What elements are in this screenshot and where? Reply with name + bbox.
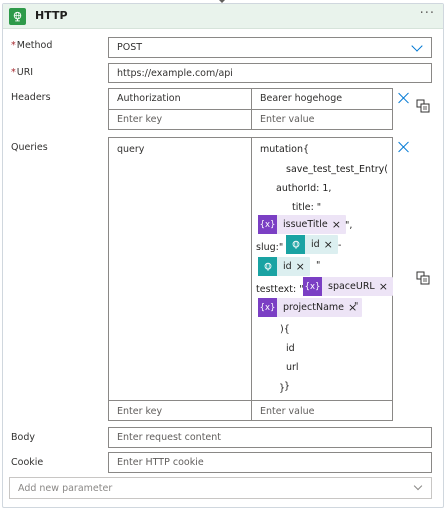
uri-input[interactable]: https://example.com/api	[108, 63, 432, 83]
queries-grid: query mutation{ save_test_test_Entry( au…	[108, 137, 393, 421]
remove-token-icon[interactable]: ×	[331, 218, 341, 231]
header-new-key-input[interactable]: Enter key	[117, 114, 163, 125]
more-options-icon[interactable]: ···	[419, 6, 435, 21]
remove-token-icon[interactable]: ×	[295, 260, 305, 273]
token-label: issueTitle	[283, 219, 328, 230]
headers-label: Headers	[11, 92, 51, 103]
card-header[interactable]: HTTP ···	[3, 4, 443, 29]
body-label: Body	[11, 432, 35, 443]
globe-icon	[286, 235, 305, 254]
query-line: id	[286, 343, 295, 354]
chevron-down-icon	[411, 40, 423, 52]
token-issueTitle[interactable]: {x} issueTitle ×	[258, 215, 346, 234]
token-label: id	[283, 261, 292, 272]
query-line: -	[338, 240, 342, 251]
add-new-parameter-dropdown[interactable]: Add new parameter	[9, 477, 432, 499]
remove-token-icon[interactable]: ×	[348, 301, 358, 314]
query-line: title: "	[292, 202, 322, 213]
query-new-key-input[interactable]: Enter key	[117, 406, 163, 417]
token-label: id	[311, 239, 320, 250]
remove-token-icon[interactable]: ×	[323, 238, 333, 251]
uri-value: https://example.com/api	[117, 68, 233, 79]
token-spaceURL[interactable]: {x} spaceURL ×	[303, 277, 393, 296]
query-key-input[interactable]: query	[117, 144, 145, 155]
variable-icon: {x}	[258, 215, 277, 234]
switch-to-text-icon[interactable]	[416, 99, 430, 113]
uri-label: *URI	[11, 67, 34, 78]
query-new-value-input[interactable]: Enter value	[260, 406, 315, 417]
query-line: save_test_test_Entry(	[286, 164, 388, 175]
header-value-input[interactable]: Bearer hogehoge	[260, 93, 343, 104]
add-parameter-placeholder: Add new parameter	[18, 483, 113, 494]
query-line: ",	[345, 220, 353, 231]
token-id[interactable]: id ×	[258, 257, 310, 276]
remove-token-icon[interactable]: ×	[378, 280, 388, 293]
chevron-down-icon	[413, 481, 423, 491]
globe-icon	[258, 257, 277, 276]
cookie-placeholder: Enter HTTP cookie	[117, 457, 204, 468]
token-label: spaceURL	[328, 281, 375, 292]
method-select[interactable]: POST	[108, 37, 432, 58]
query-line: testtext: "	[256, 284, 304, 295]
query-line: "	[354, 301, 359, 312]
cookie-label: Cookie	[11, 457, 44, 468]
query-line: url	[286, 362, 299, 373]
close-icon[interactable]	[398, 92, 410, 104]
query-line: slug:"	[256, 242, 284, 253]
close-icon[interactable]	[398, 141, 410, 153]
body-input[interactable]: Enter request content	[108, 427, 432, 448]
http-action-card: HTTP ··· *Method POST *URI https://examp…	[2, 3, 444, 508]
query-line: }	[279, 383, 286, 394]
token-id[interactable]: id ×	[286, 235, 338, 254]
token-label: projectName	[283, 302, 344, 313]
cookie-input[interactable]: Enter HTTP cookie	[108, 452, 432, 473]
token-projectName[interactable]: {x} projectName ×	[258, 298, 363, 317]
variable-icon: {x}	[303, 277, 322, 296]
query-line: }	[284, 381, 291, 392]
query-value-editor[interactable]: mutation{ save_test_test_Entry( authorId…	[252, 138, 393, 400]
variable-icon: {x}	[258, 298, 277, 317]
header-new-value-input[interactable]: Enter value	[260, 114, 315, 125]
query-line: ){	[280, 324, 290, 335]
body-placeholder: Enter request content	[117, 432, 222, 443]
query-line: "	[316, 260, 321, 271]
queries-label: Queries	[11, 142, 48, 153]
card-title: HTTP	[35, 9, 68, 22]
connector-caret-icon	[219, 0, 225, 3]
query-line: mutation{	[260, 144, 310, 155]
globe-icon	[9, 8, 26, 25]
method-label: *Method	[11, 40, 53, 51]
switch-to-text-icon[interactable]	[416, 271, 430, 285]
method-value: POST	[117, 42, 143, 53]
query-line: authorId: 1,	[276, 183, 332, 194]
headers-grid: Authorization Bearer hogehoge Enter key …	[108, 88, 393, 130]
header-key-input[interactable]: Authorization	[117, 93, 181, 104]
